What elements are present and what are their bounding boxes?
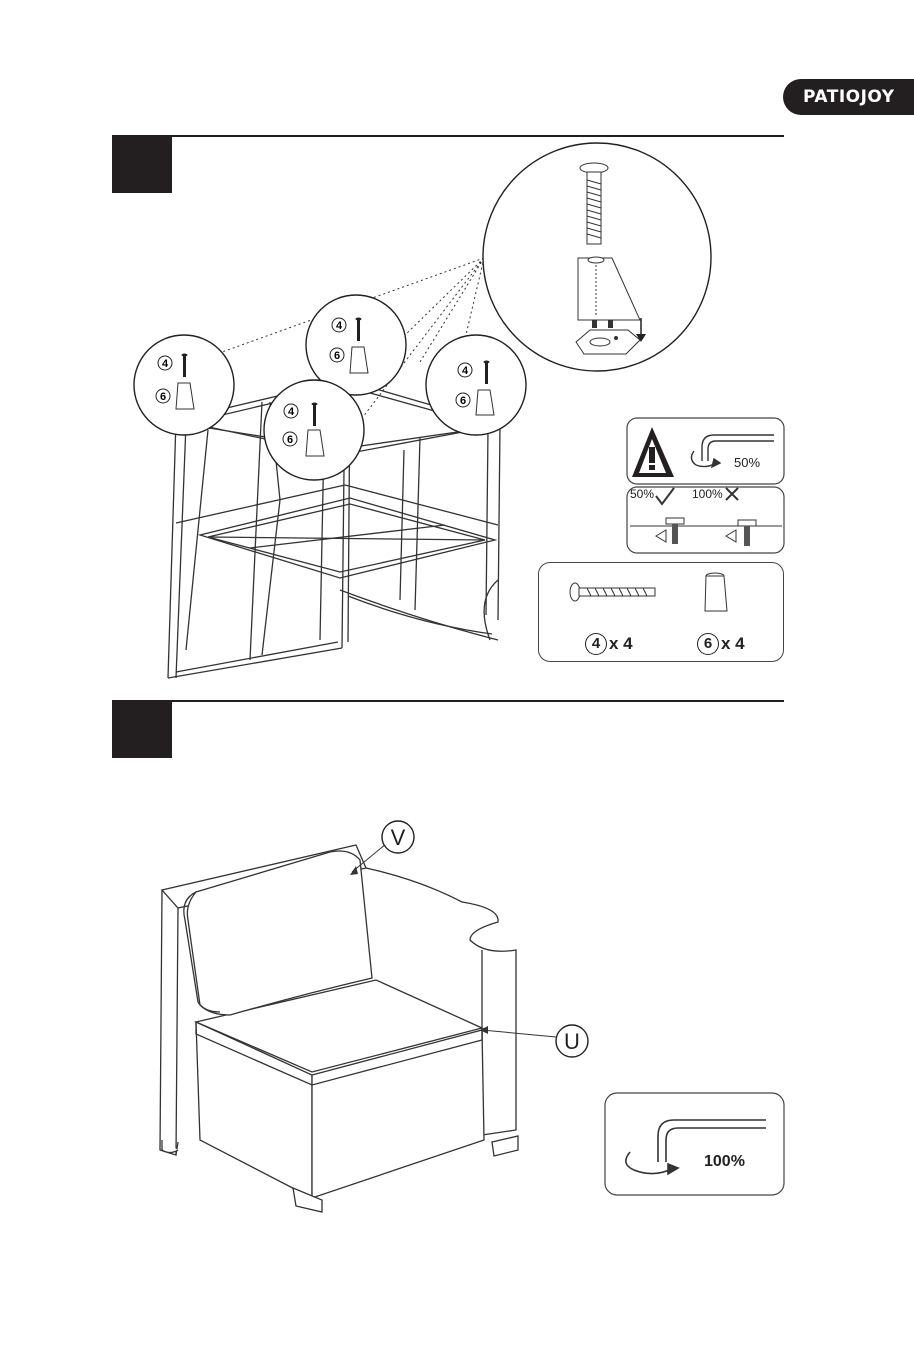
leg-number: 6: [160, 391, 166, 403]
screw-number: 4: [162, 358, 169, 370]
torque-full-label: 100%: [704, 1153, 745, 1170]
callout-front-right-content: 4 6: [283, 403, 324, 457]
part-4-quantity: 4 x 4: [585, 633, 633, 655]
step2-number-box: [112, 701, 172, 758]
screw-number: 4: [336, 320, 343, 332]
callout-front-left-content: 4 6: [156, 354, 194, 410]
leg-number: 6: [460, 395, 466, 407]
torque-half-label: 50%: [734, 455, 760, 470]
parts-panel: 4 x 4 6 x 4: [538, 562, 784, 662]
check-bad-label: 100%: [692, 487, 723, 501]
bolt-part-icon: [569, 579, 659, 605]
part-number-badge: 6: [697, 633, 719, 655]
check-ok-label: 50%: [630, 487, 654, 501]
torque-full-panel: 100%: [604, 1092, 786, 1196]
part-number-badge: 4: [585, 633, 607, 655]
torque-warning-panel: 50%: [626, 417, 786, 485]
leg-number: 6: [334, 350, 340, 362]
washer-gap: [666, 518, 684, 524]
callout-back-left-content: 4 6: [330, 318, 368, 374]
step2-rule: [112, 700, 784, 702]
leg-number: 6: [287, 434, 293, 446]
part-quantity: x 4: [721, 634, 745, 654]
screw-number: 4: [462, 365, 469, 377]
part-quantity: x 4: [609, 634, 633, 654]
callout-back-right-content: 4 6: [456, 361, 494, 416]
screw-number: 4: [288, 406, 295, 418]
washer-flush: [738, 520, 756, 526]
leg-part-icon: [703, 571, 731, 615]
part-6-quantity: 6 x 4: [697, 633, 745, 655]
label-u: U: [564, 1029, 580, 1054]
label-v: V: [391, 825, 406, 850]
tightening-check-panel: 50% 100%: [626, 486, 786, 554]
